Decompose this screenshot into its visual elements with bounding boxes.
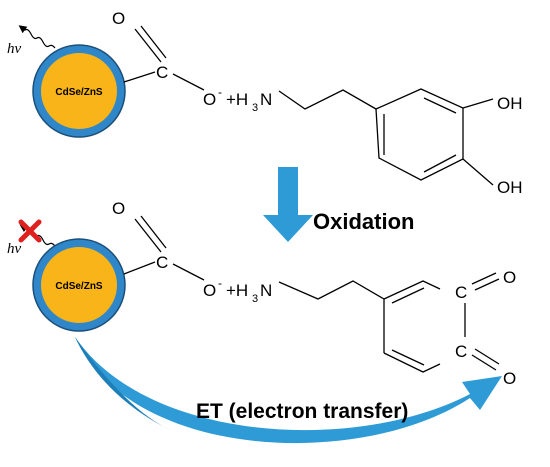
ammonium-plus-h: +H bbox=[226, 281, 248, 300]
top-quantum-dot-conjugate: hν CdSe/ZnS O C O - +H 3 N OH OH bbox=[7, 9, 523, 197]
oh-bond-2 bbox=[462, 158, 494, 186]
c-o-double-bond-2 bbox=[140, 25, 167, 59]
ammonium-subscript: 3 bbox=[252, 102, 258, 114]
oxidation-step: Oxidation bbox=[263, 167, 414, 242]
curved-arrow-icon bbox=[75, 337, 502, 444]
carboxylate-charge: - bbox=[218, 85, 222, 99]
et-label: ET (electron transfer) bbox=[196, 400, 408, 423]
qd-core-label: CdSe/ZnS bbox=[55, 87, 103, 98]
qd-c-bond bbox=[123, 261, 156, 275]
quinone-co-lower-2 bbox=[474, 348, 500, 365]
c-o-single-bond bbox=[172, 73, 205, 91]
ethyl-chain bbox=[278, 280, 385, 300]
quinone-carbon-upper: C bbox=[455, 283, 467, 302]
ethyl-chain bbox=[278, 89, 377, 110]
quinone-carbon-lower: C bbox=[455, 342, 467, 361]
ammonium-subscript: 3 bbox=[252, 293, 258, 305]
quinone-ring-top bbox=[383, 280, 441, 300]
quinone-oxygen-lower: O bbox=[503, 369, 516, 388]
c-o-double-bond-1 bbox=[134, 218, 162, 253]
ammonium-nitrogen: N bbox=[260, 281, 272, 300]
c-o-single-bond bbox=[172, 263, 205, 281]
ammonium-plus-h: +H bbox=[226, 90, 248, 109]
benzene-inner-bond-3 bbox=[423, 154, 457, 173]
carboxylate-oxygen: O bbox=[203, 90, 216, 109]
hv-label: hν bbox=[7, 41, 22, 57]
electron-transfer-arrow: ET (electron transfer) bbox=[75, 337, 502, 444]
oh-bond-1 bbox=[462, 98, 494, 109]
carboxylate-oxygen: O bbox=[203, 281, 216, 300]
quinone-ring-bottom bbox=[383, 352, 441, 373]
quinone-co-lower-1 bbox=[471, 354, 497, 371]
oxidation-label: Oxidation bbox=[313, 209, 414, 234]
benzene-inner-bond-2 bbox=[423, 97, 457, 114]
qd-core-label: CdSe/ZnS bbox=[55, 281, 103, 292]
down-arrow-icon bbox=[263, 167, 313, 242]
carboxylate-charge: - bbox=[218, 276, 222, 290]
benzene-ring bbox=[375, 88, 464, 181]
carbonyl-oxygen: O bbox=[112, 199, 125, 218]
qd-c-bond bbox=[123, 71, 156, 83]
carboxyl-carbon: C bbox=[156, 253, 168, 272]
hydroxyl-2: OH bbox=[497, 178, 523, 197]
c-o-double-bond-1 bbox=[134, 28, 162, 63]
quinone-co-upper-2 bbox=[474, 278, 500, 291]
quinone-oxygen-upper: O bbox=[503, 268, 516, 287]
carboxyl-carbon: C bbox=[156, 63, 168, 82]
carbonyl-oxygen: O bbox=[112, 9, 125, 28]
red-cross-icon bbox=[18, 219, 42, 243]
bottom-quantum-dot-conjugate: hν CdSe/ZnS O C O - +H 3 N C C bbox=[7, 199, 516, 388]
quinone-co-upper-1 bbox=[471, 272, 497, 285]
photon-wavy-arrow-icon bbox=[18, 25, 56, 49]
ammonium-nitrogen: N bbox=[260, 90, 272, 109]
hydroxyl-1: OH bbox=[497, 94, 523, 113]
qd-core bbox=[41, 53, 117, 129]
hv-label: hν bbox=[7, 241, 22, 257]
qd-core bbox=[41, 247, 117, 323]
c-o-double-bond-2 bbox=[140, 215, 167, 249]
quinone-inner-bond-2 bbox=[391, 349, 425, 366]
quinone-inner-bond-1 bbox=[391, 287, 425, 304]
